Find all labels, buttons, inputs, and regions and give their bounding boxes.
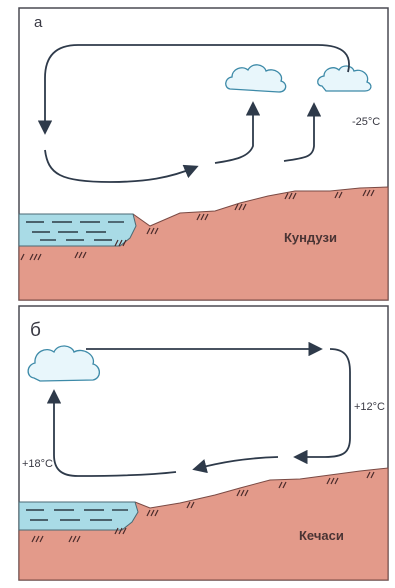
panel-a	[19, 8, 388, 300]
time-of-day-label: Кечаси	[299, 528, 344, 543]
temperature-label: -25°C	[352, 116, 380, 128]
panel-b-water	[19, 502, 138, 530]
temperature-label: +18°C	[22, 458, 53, 470]
panel-b-letter: б	[30, 320, 41, 342]
time-of-day-label: Кундузи	[284, 230, 337, 245]
panel-a-water	[19, 214, 136, 246]
temperature-label: +12°C	[354, 401, 385, 413]
panel-a-letter: а	[34, 14, 42, 31]
